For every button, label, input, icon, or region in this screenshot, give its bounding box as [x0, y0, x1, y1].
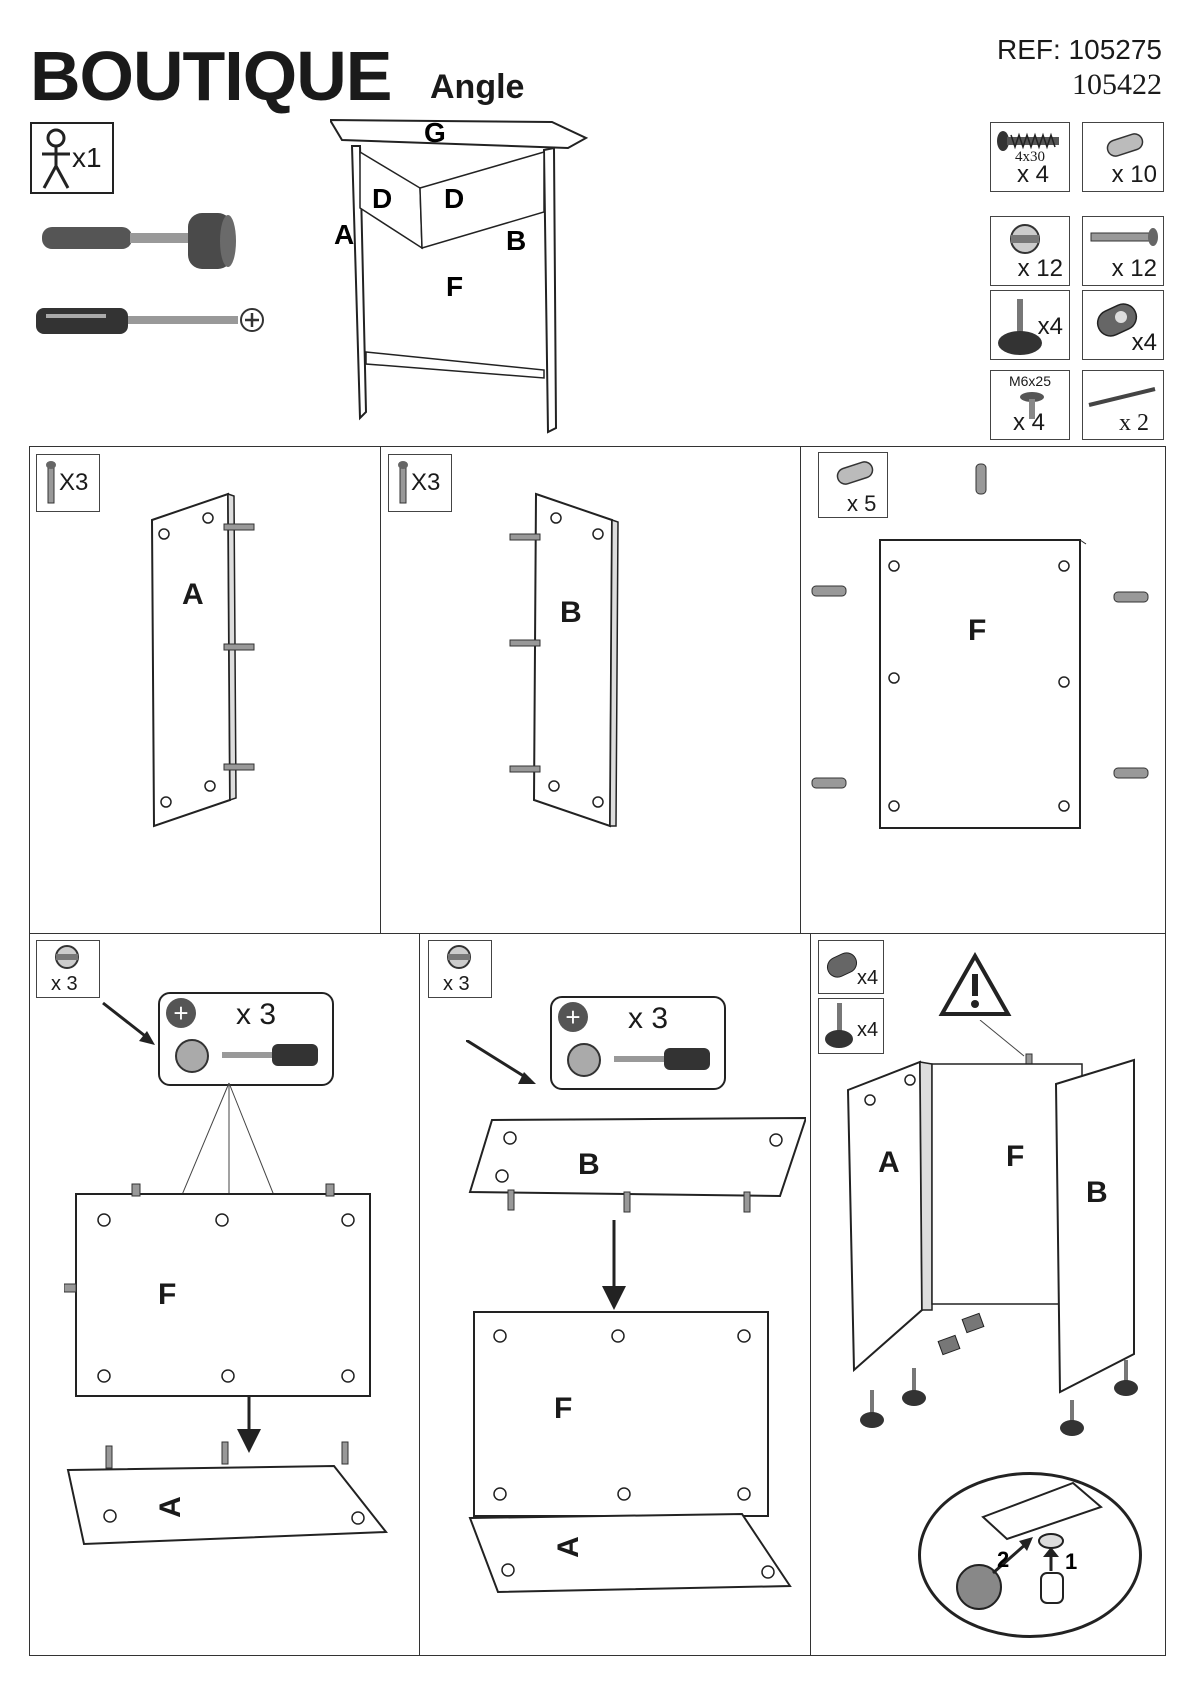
cam-lock-screwdriver-icon: [175, 1039, 318, 1073]
step-2-count: X3: [411, 469, 441, 496]
rail-icon: [1088, 387, 1156, 407]
bolt-icon: [1020, 392, 1044, 419]
step-4-drawing: [64, 1183, 388, 1546]
hardware-leveling-foot: x4: [990, 290, 1070, 360]
hardware-barrel-nut: x4: [1082, 290, 1164, 360]
step-4-callout-count: x 3: [236, 998, 277, 1031]
step-1-panel-label: A: [182, 578, 204, 611]
product-subtitle: Angle: [430, 68, 525, 106]
step-6-detail-circle: 2 1: [918, 1472, 1142, 1638]
overview-label-d1: D: [372, 183, 392, 214]
barrel-nut-icon: [826, 952, 858, 978]
phillips-icon: +: [558, 1002, 588, 1032]
leveling-foot-qty: x4: [1037, 313, 1063, 340]
overview-label-b: B: [506, 225, 526, 256]
hardware-dowel: x 10: [1082, 122, 1164, 192]
cam-bolt-qty: x 12: [1111, 255, 1157, 282]
cam-lock-icon: [447, 945, 471, 969]
hardware-bolt: M6x25 x 4: [990, 370, 1070, 440]
hardware-cam-bolt: x 12: [1082, 216, 1164, 286]
cam-bolt-icon: [398, 461, 408, 504]
step-5-label-f: F: [554, 1392, 573, 1425]
step-6-nut-count: x4: [857, 967, 879, 989]
step-4-label-a: A: [153, 1496, 187, 1518]
step-2-panel-label: B: [560, 596, 582, 629]
step-6-label-b: B: [1086, 1176, 1108, 1209]
cam-lock-icon: [1010, 224, 1040, 254]
step-1-count: X3: [59, 469, 89, 496]
barrel-nut-qty: x4: [1131, 329, 1157, 356]
bolt-spec: M6x25: [1008, 373, 1052, 389]
dowel-icon: [836, 461, 874, 485]
reference-number: REF: 105275: [997, 34, 1162, 65]
cam-lock-icon: [55, 945, 79, 969]
rail-qty: x 2: [1119, 410, 1149, 436]
overview-label-f: F: [446, 271, 463, 302]
step-5-label-b: B: [578, 1148, 600, 1181]
step-1-drawing: [150, 492, 255, 828]
step-2-parts-box: X3: [388, 454, 452, 512]
product-title: BOUTIQUE: [30, 37, 392, 115]
phillips-icon: +: [166, 998, 196, 1028]
cam-detail-icon: 2 1: [956, 1481, 1103, 1610]
overview-label-g: G: [424, 117, 446, 148]
step-5-count: x 3: [443, 973, 470, 995]
screw-icon: [997, 131, 1059, 151]
cam-lock-qty: x 12: [1017, 255, 1063, 282]
screwdriver-phillips-icon: [36, 308, 264, 334]
step-2-drawing: [509, 492, 619, 828]
dowel-qty: x 10: [1111, 161, 1157, 188]
leveling-foot-icon: [998, 299, 1042, 355]
step-5-label-a: A: [551, 1536, 585, 1558]
overview-label-a: A: [334, 219, 354, 250]
step-6-drawing: [846, 1020, 1138, 1436]
step-6-label-a: A: [878, 1146, 900, 1179]
step-6-foot-box: x4: [818, 998, 884, 1054]
hardware-rail: x 2: [1082, 370, 1164, 440]
step-5-base-panel: [468, 1512, 792, 1594]
step-4-count: x 3: [51, 973, 78, 995]
people-count: x1: [72, 142, 102, 173]
overview-label-d2: D: [444, 183, 464, 214]
barrel-nut-icon: [1096, 303, 1138, 337]
step-4-label-f: F: [158, 1278, 177, 1311]
cam-bolt-icon: [1090, 228, 1158, 246]
detail-step-2: 2: [997, 1547, 1009, 1572]
hardware-cam-lock: x 12: [990, 216, 1070, 286]
step-4-parts-box: x 3: [36, 940, 100, 998]
step-5-callout-count: x 3: [628, 1002, 669, 1035]
step-5-callout: + x 3: [550, 996, 726, 1090]
detail-step-1: 1: [1065, 1549, 1077, 1574]
leveling-foot-icon: [825, 1003, 853, 1048]
step-3-drawing: [811, 463, 1149, 829]
step-3-parts-box: x 5: [818, 452, 888, 518]
step-4-callout: + x 3: [158, 992, 334, 1086]
step-6-label-f: F: [1006, 1140, 1025, 1173]
reference-number-alt: 105422: [1072, 68, 1162, 101]
step-5-drawing: [466, 1040, 806, 1517]
step-6-foot-count: x4: [857, 1019, 879, 1041]
person-icon: [42, 128, 70, 189]
cam-bolt-icon: [46, 461, 56, 504]
people-required-box: x1: [30, 122, 114, 194]
warning-icon: [938, 952, 1012, 1016]
bolt-qty: x 4: [1012, 409, 1045, 436]
hardware-screw: 4x30 x 4: [990, 122, 1070, 192]
screw-qty: x 4: [1016, 161, 1049, 188]
step-1-parts-box: X3: [36, 454, 100, 512]
step-5-parts-box: x 3: [428, 940, 492, 998]
step-6-panel: [810, 933, 1166, 1656]
step-3-count: x 5: [847, 491, 877, 516]
step-3-panel-label: F: [968, 614, 987, 647]
mallet-icon: [42, 213, 236, 269]
step-6-nut-box: x4: [818, 940, 884, 994]
dowel-icon: [1106, 133, 1144, 157]
cam-lock-screwdriver-icon: [567, 1043, 710, 1077]
assembled-unit-drawing: G D D A B F: [330, 117, 589, 434]
screw-spec: 4x30: [1015, 149, 1045, 165]
